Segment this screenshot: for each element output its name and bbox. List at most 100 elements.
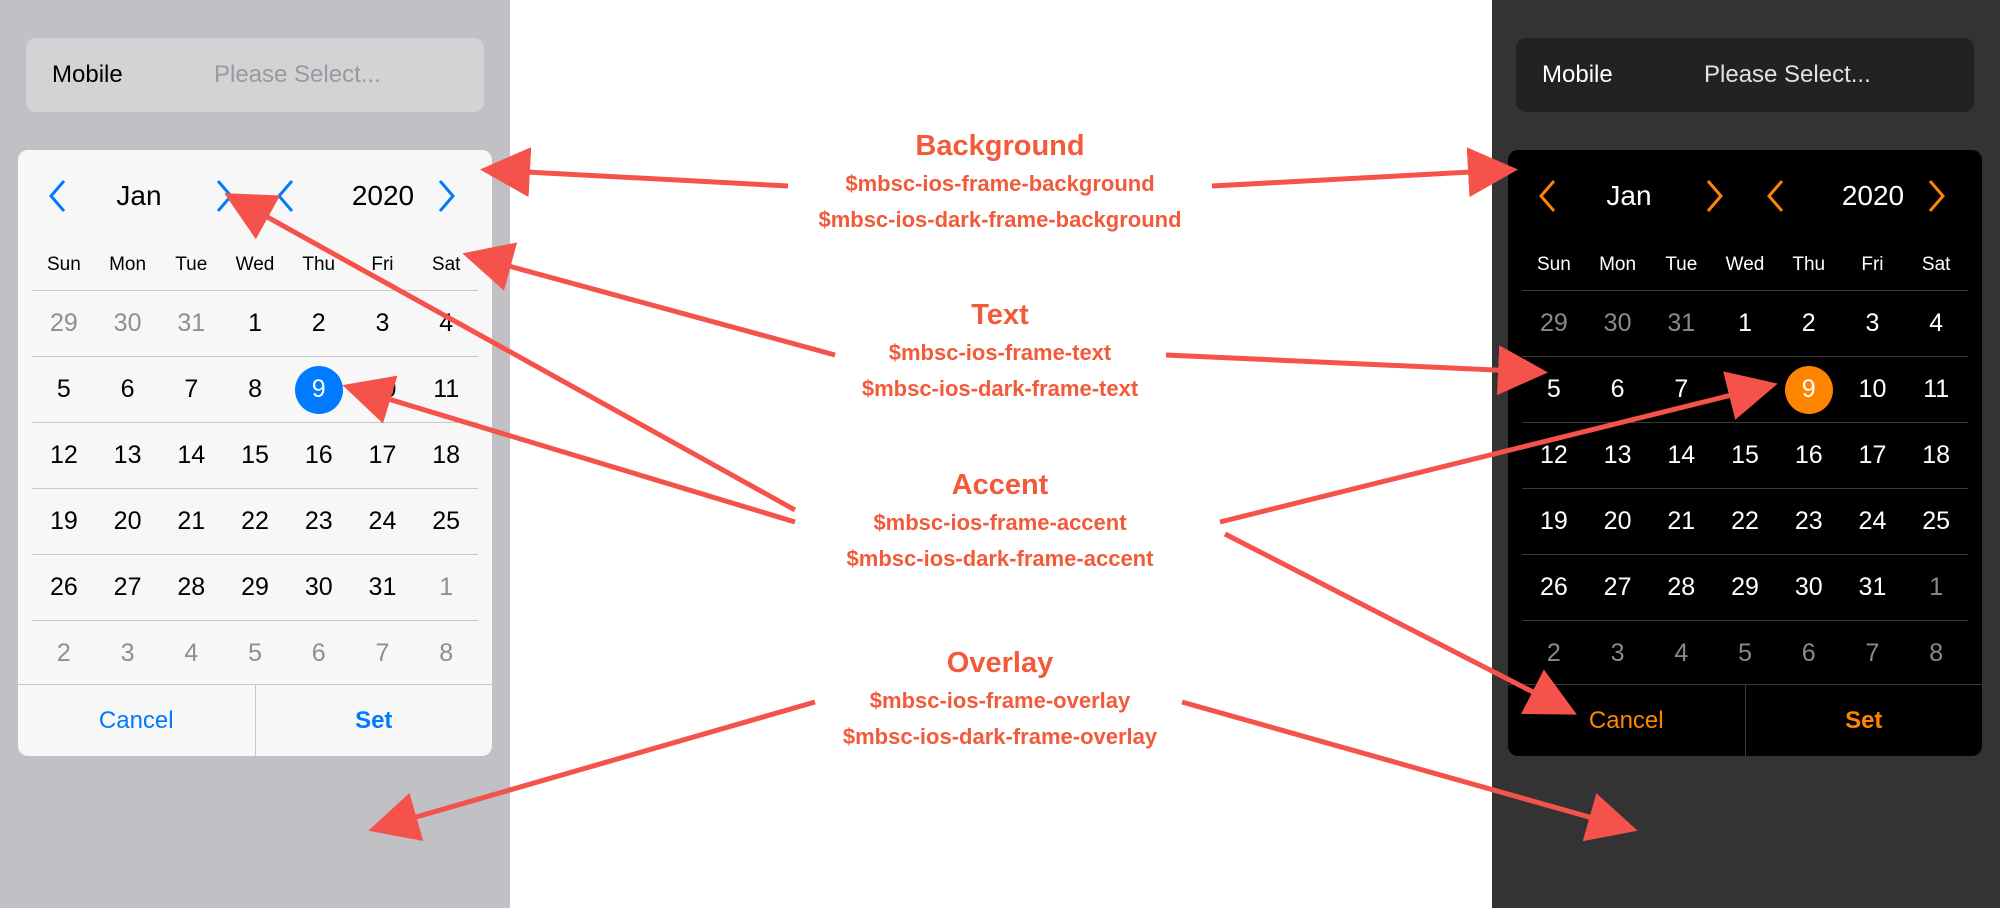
day-cell[interactable]: 24 bbox=[351, 489, 415, 554]
day-cell[interactable]: 15 bbox=[1713, 423, 1777, 488]
day-cell[interactable]: 17 bbox=[351, 423, 415, 488]
day-cell[interactable]: 21 bbox=[159, 489, 223, 554]
day-cell[interactable]: 31 bbox=[159, 291, 223, 356]
day-number: 5 bbox=[1546, 375, 1561, 403]
selected-day-cell[interactable]: 9 bbox=[1777, 357, 1841, 422]
day-cell[interactable]: 3 bbox=[96, 621, 160, 686]
day-cell[interactable]: 13 bbox=[96, 423, 160, 488]
day-cell[interactable]: 13 bbox=[1586, 423, 1650, 488]
day-number: 30 bbox=[113, 309, 142, 337]
day-cell[interactable]: 5 bbox=[1713, 621, 1777, 686]
day-cell[interactable]: 21 bbox=[1649, 489, 1713, 554]
day-cell[interactable]: 4 bbox=[414, 291, 478, 356]
day-cell[interactable]: 7 bbox=[1649, 357, 1713, 422]
day-cell[interactable]: 30 bbox=[287, 555, 351, 620]
day-cell[interactable]: 1 bbox=[223, 291, 287, 356]
day-cell[interactable]: 5 bbox=[32, 357, 96, 422]
day-cell[interactable]: 7 bbox=[1841, 621, 1905, 686]
day-cell[interactable]: 3 bbox=[1586, 621, 1650, 686]
day-cell[interactable]: 30 bbox=[96, 291, 160, 356]
day-cell[interactable]: 7 bbox=[159, 357, 223, 422]
day-cell[interactable]: 29 bbox=[1713, 555, 1777, 620]
day-cell[interactable]: 24 bbox=[1841, 489, 1905, 554]
day-cell[interactable]: 28 bbox=[159, 555, 223, 620]
next-year-button[interactable] bbox=[1914, 172, 1958, 220]
mobile-select-field[interactable]: Mobile Please Select... bbox=[1516, 38, 1974, 112]
day-cell[interactable]: 23 bbox=[287, 489, 351, 554]
day-cell[interactable]: 31 bbox=[1841, 555, 1905, 620]
day-cell[interactable]: 22 bbox=[1713, 489, 1777, 554]
day-cell[interactable]: 14 bbox=[159, 423, 223, 488]
day-cell[interactable]: 4 bbox=[159, 621, 223, 686]
day-cell[interactable]: 1 bbox=[414, 555, 478, 620]
day-cell[interactable]: 4 bbox=[1649, 621, 1713, 686]
day-cell[interactable]: 19 bbox=[1522, 489, 1586, 554]
day-cell[interactable]: 1 bbox=[1713, 291, 1777, 356]
day-cell[interactable]: 16 bbox=[287, 423, 351, 488]
day-cell[interactable]: 2 bbox=[287, 291, 351, 356]
day-cell[interactable]: 19 bbox=[32, 489, 96, 554]
day-cell[interactable]: 3 bbox=[351, 291, 415, 356]
day-cell[interactable]: 14 bbox=[1649, 423, 1713, 488]
day-cell[interactable]: 20 bbox=[96, 489, 160, 554]
day-cell[interactable]: 17 bbox=[1841, 423, 1905, 488]
day-cell[interactable]: 8 bbox=[223, 357, 287, 422]
next-year-button[interactable] bbox=[424, 172, 468, 220]
next-month-button[interactable] bbox=[1692, 172, 1736, 220]
day-cell[interactable]: 27 bbox=[96, 555, 160, 620]
day-cell[interactable]: 6 bbox=[1777, 621, 1841, 686]
day-cell[interactable]: 23 bbox=[1777, 489, 1841, 554]
day-cell[interactable]: 15 bbox=[223, 423, 287, 488]
mobile-select-field[interactable]: Mobile Please Select... bbox=[26, 38, 484, 112]
cancel-button[interactable]: Cancel bbox=[18, 685, 256, 756]
day-cell[interactable]: 29 bbox=[32, 291, 96, 356]
day-cell[interactable]: 25 bbox=[414, 489, 478, 554]
set-button[interactable]: Set bbox=[355, 707, 393, 734]
day-cell[interactable]: 28 bbox=[1649, 555, 1713, 620]
day-cell[interactable]: 11 bbox=[414, 357, 478, 422]
cancel-button[interactable]: Cancel bbox=[1508, 685, 1746, 756]
day-cell[interactable]: 7 bbox=[351, 621, 415, 686]
day-cell[interactable]: 31 bbox=[351, 555, 415, 620]
day-cell[interactable]: 20 bbox=[1586, 489, 1650, 554]
day-cell[interactable]: 12 bbox=[32, 423, 96, 488]
day-cell[interactable]: 5 bbox=[1522, 357, 1586, 422]
day-cell[interactable]: 31 bbox=[1649, 291, 1713, 356]
day-cell[interactable]: 26 bbox=[32, 555, 96, 620]
day-cell[interactable]: 8 bbox=[1713, 357, 1777, 422]
day-cell[interactable]: 18 bbox=[414, 423, 478, 488]
prev-month-button[interactable] bbox=[36, 172, 80, 220]
day-cell[interactable]: 22 bbox=[223, 489, 287, 554]
day-cell[interactable]: 2 bbox=[32, 621, 96, 686]
day-cell[interactable]: 26 bbox=[1522, 555, 1586, 620]
day-cell[interactable]: 10 bbox=[1841, 357, 1905, 422]
day-cell[interactable]: 25 bbox=[1904, 489, 1968, 554]
day-cell[interactable]: 6 bbox=[96, 357, 160, 422]
day-cell[interactable]: 11 bbox=[1904, 357, 1968, 422]
selected-day-cell[interactable]: 9 bbox=[287, 357, 351, 422]
day-cell[interactable]: 2 bbox=[1777, 291, 1841, 356]
day-cell[interactable]: 30 bbox=[1586, 291, 1650, 356]
day-cell[interactable]: 30 bbox=[1777, 555, 1841, 620]
next-month-button[interactable] bbox=[202, 172, 246, 220]
day-cell[interactable]: 6 bbox=[1586, 357, 1650, 422]
day-cell[interactable]: 16 bbox=[1777, 423, 1841, 488]
day-cell[interactable]: 18 bbox=[1904, 423, 1968, 488]
set-button[interactable]: Set bbox=[1845, 707, 1883, 734]
day-cell[interactable]: 5 bbox=[223, 621, 287, 686]
day-cell[interactable]: 8 bbox=[1904, 621, 1968, 686]
day-cell[interactable]: 1 bbox=[1904, 555, 1968, 620]
prev-month-button[interactable] bbox=[1526, 172, 1570, 220]
day-cell[interactable]: 27 bbox=[1586, 555, 1650, 620]
day-cell[interactable]: 4 bbox=[1904, 291, 1968, 356]
day-cell[interactable]: 2 bbox=[1522, 621, 1586, 686]
day-cell[interactable]: 10 bbox=[351, 357, 415, 422]
day-cell[interactable]: 12 bbox=[1522, 423, 1586, 488]
day-cell[interactable]: 8 bbox=[414, 621, 478, 686]
day-cell[interactable]: 29 bbox=[1522, 291, 1586, 356]
prev-year-button[interactable] bbox=[264, 172, 308, 220]
day-cell[interactable]: 6 bbox=[287, 621, 351, 686]
prev-year-button[interactable] bbox=[1754, 172, 1798, 220]
day-cell[interactable]: 3 bbox=[1841, 291, 1905, 356]
day-cell[interactable]: 29 bbox=[223, 555, 287, 620]
